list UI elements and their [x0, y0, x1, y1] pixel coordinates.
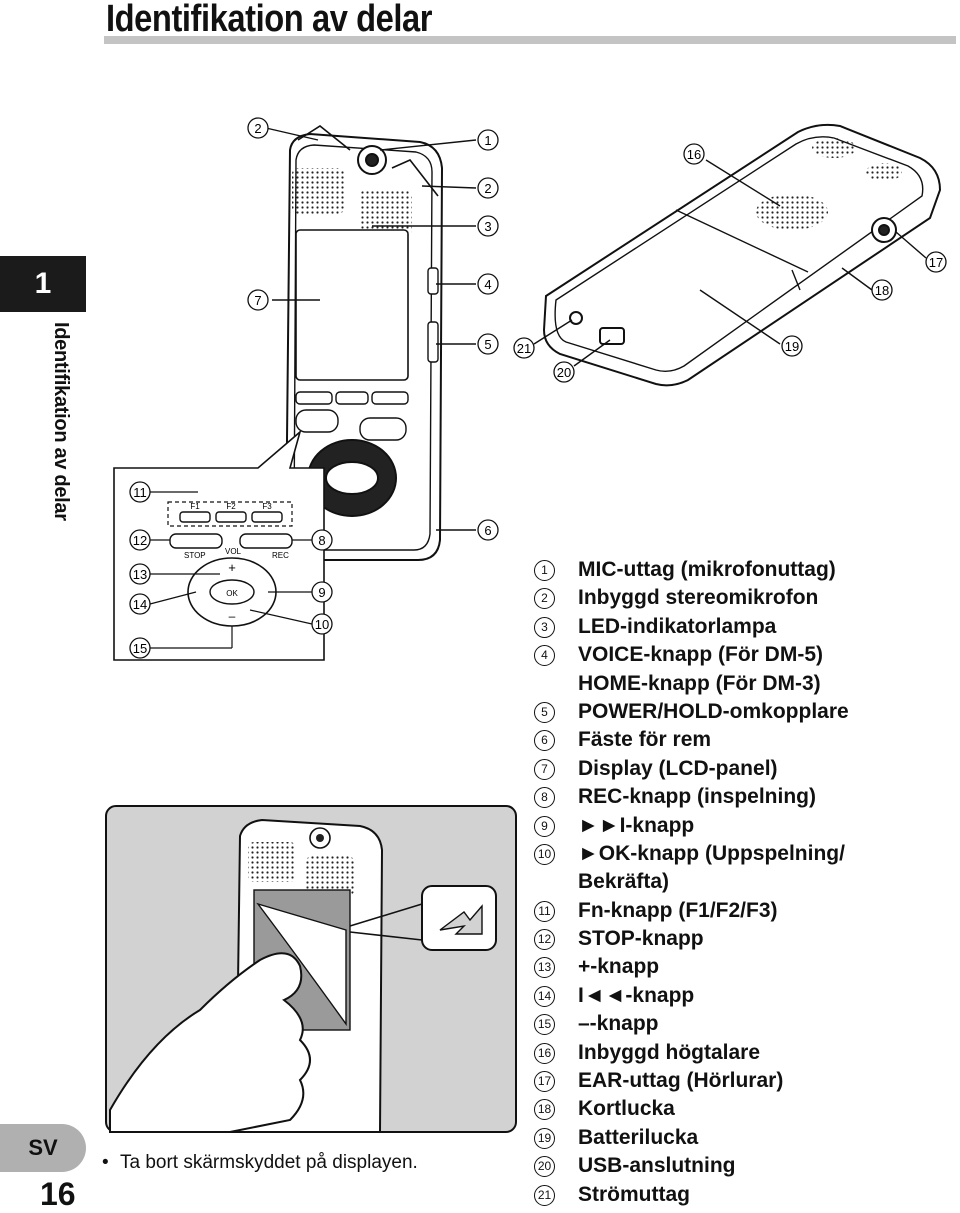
svg-text:16: 16 — [687, 147, 701, 162]
svg-text:13: 13 — [133, 567, 147, 582]
svg-text:3: 3 — [484, 219, 491, 234]
svg-text:18: 18 — [875, 283, 889, 298]
svg-text:12: 12 — [133, 533, 147, 548]
front-view-recorder — [284, 125, 444, 561]
callout-5: 5 — [477, 333, 499, 355]
svg-text:10: 10 — [315, 617, 329, 632]
callout-13: 13 — [129, 563, 151, 585]
svg-text:1: 1 — [484, 133, 491, 148]
front-callouts — [265, 127, 477, 531]
callout-19: 19 — [781, 335, 803, 357]
list-item: 15–-knapp — [530, 1010, 950, 1038]
language-tab: SV — [0, 1124, 86, 1172]
svg-text:11: 11 — [133, 485, 147, 500]
svg-text:4: 4 — [484, 277, 491, 292]
list-item: 9►►I-knapp — [530, 812, 950, 840]
svg-text:19: 19 — [785, 339, 799, 354]
plus-mark: + — [228, 560, 236, 575]
svg-text:2: 2 — [254, 121, 261, 136]
minus-mark: – — [229, 609, 236, 623]
svg-text:8: 8 — [318, 533, 325, 548]
callout-21: 21 — [513, 337, 535, 359]
callout-20: 20 — [553, 361, 575, 383]
callout-3: 3 — [477, 215, 499, 237]
back-callout-numbers: 16 17 18 19 21 20 — [513, 143, 947, 383]
bullet-marker: • — [102, 1152, 109, 1173]
svg-text:7: 7 — [254, 293, 261, 308]
footnote-text: Ta bort skärmskyddet på displayen. — [120, 1152, 418, 1173]
page-title: Identifikation av delar — [106, 0, 433, 40]
back-callouts — [533, 159, 927, 367]
svg-text:15: 15 — [133, 641, 147, 656]
callout-14: 14 — [129, 593, 151, 615]
f3-label: F3 — [262, 502, 272, 511]
callout-17: 17 — [925, 251, 947, 273]
callout-12: 12 — [129, 529, 151, 551]
callout-2a: 2 — [247, 117, 269, 139]
callout-11: 11 — [129, 481, 151, 503]
callout-7: 7 — [247, 289, 269, 311]
callout-10: 10 — [311, 613, 333, 635]
ok-label: OK — [226, 589, 238, 598]
svg-text:14: 14 — [133, 597, 147, 612]
svg-text:5: 5 — [484, 337, 491, 352]
svg-text:6: 6 — [484, 523, 491, 538]
callout-8: 8 — [311, 529, 333, 551]
callout-9: 9 — [311, 581, 333, 603]
back-view-recorder — [542, 123, 942, 387]
f1-label: F1 — [190, 502, 200, 511]
stop-label: STOP — [184, 551, 206, 560]
callout-16: 16 — [683, 143, 705, 165]
callout-2b: 2 — [477, 177, 499, 199]
list-item: 10►OK-knapp (Uppspelning/ — [530, 840, 950, 868]
rec-label: REC — [272, 551, 289, 560]
svg-text:17: 17 — [929, 255, 943, 270]
callout-18: 18 — [871, 279, 893, 301]
footnote: • Ta bort skärmskyddet på displayen. — [102, 1152, 418, 1174]
detail-callout-numbers: 11 12 13 14 15 8 9 10 — [129, 481, 333, 659]
list-item-continuation: Bekräfta) — [578, 870, 670, 894]
chapter-tab: 1 — [0, 256, 86, 312]
callout-1: 1 — [477, 129, 499, 151]
vol-label: VOL — [225, 547, 242, 556]
front-callout-numbers: 2 1 2 3 4 5 6 7 — [247, 117, 499, 541]
screen-protector-illustration — [105, 805, 517, 1133]
list-item: 13+-knapp — [530, 953, 950, 981]
callout-6: 6 — [477, 519, 499, 541]
callout-4: 4 — [477, 273, 499, 295]
svg-text:9: 9 — [318, 585, 325, 600]
button-detail-panel: F1 F2 F3 STOP VOL REC OK + – — [113, 429, 325, 661]
f2-label: F2 — [226, 502, 236, 511]
callout-15: 15 — [129, 637, 151, 659]
page-number: 16 — [40, 1176, 76, 1212]
list-item-continuation: HOME-knapp (För DM-3) — [578, 671, 821, 695]
svg-text:20: 20 — [557, 365, 571, 380]
svg-text:2: 2 — [484, 181, 491, 196]
title-rule — [104, 36, 956, 44]
svg-text:21: 21 — [517, 341, 531, 356]
